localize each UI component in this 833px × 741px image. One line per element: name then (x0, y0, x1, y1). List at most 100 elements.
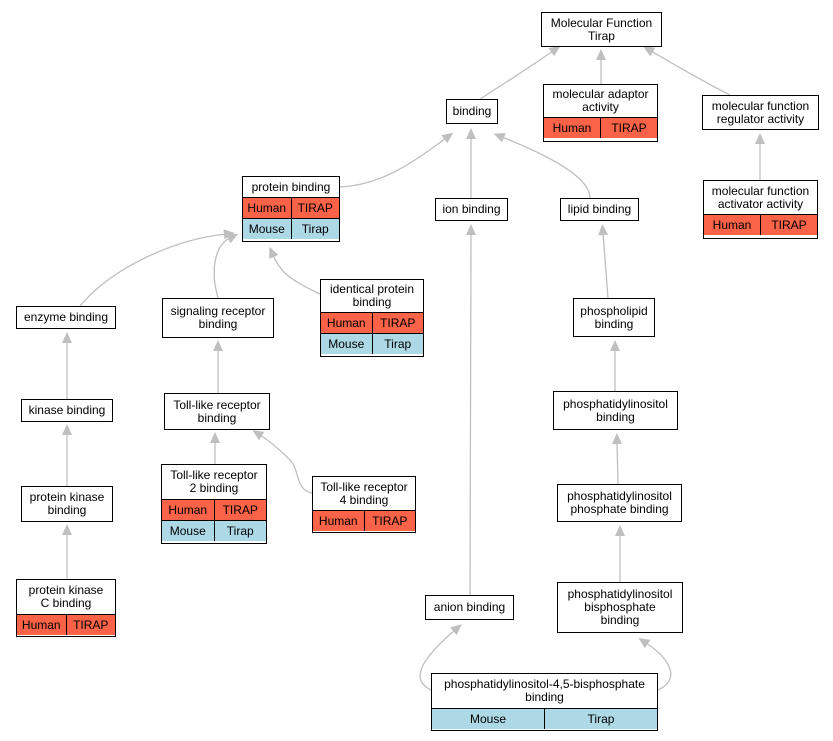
node-binding[interactable]: binding (446, 99, 498, 124)
node-title: phosphatidylinositol bisphosphate bindin… (567, 587, 673, 627)
node-title: phosphatidylinositol phosphate binding (567, 489, 672, 516)
human-annotation-row: Human TIRAP (313, 510, 415, 531)
gene-symbol-cell: TIRAP (760, 215, 817, 235)
species-cell: Mouse (328, 337, 365, 351)
edge-protein-kinase-binding-to-kinase-binding (62, 424, 72, 486)
species-cell: Mouse (169, 524, 206, 538)
node-title: protein kinase binding (29, 490, 105, 517)
node-title: kinase binding (28, 403, 106, 417)
edge-molecular-adaptor-activity-to-molecular-function (596, 49, 606, 84)
edge-toll-like-receptor-2-binding-to-toll-like-receptor-binding (210, 432, 220, 464)
node-phosphatidylinositol-bisphosphate-binding[interactable]: phosphatidylinositol bisphosphate bindin… (557, 582, 683, 633)
gene-symbol-cell: TIRAP (600, 118, 657, 138)
edge-lipid-binding-to-binding (493, 133, 591, 199)
node-title: ion binding (442, 202, 501, 216)
edge-identical-protein-binding-to-protein-binding (269, 246, 321, 295)
edge-binding-to-molecular-function (479, 45, 561, 100)
mouse-annotation-row: Mouse Tirap (321, 333, 423, 354)
node-title: Molecular Function Tirap (550, 15, 653, 43)
node-anion-binding[interactable]: anion binding (425, 595, 514, 620)
node-title: Toll-like receptor binding (173, 397, 261, 425)
edge-toll-like-receptor-binding-to-signaling-receptor-binding (213, 340, 223, 393)
node-title: phosphatidylinositol binding (563, 396, 668, 424)
species-cell: Mouse (469, 712, 507, 726)
gene-symbol-cell: Tirap (371, 334, 424, 354)
node-title: enzyme binding (23, 310, 109, 324)
gene-symbol-cell: TIRAP (213, 500, 267, 520)
species-cell: Human (168, 503, 208, 517)
node-pip2-binding[interactable]: phosphatidylinositol-4,5-bisphosphate bi… (431, 673, 658, 731)
mouse-annotation-row: Mouse Tirap (243, 218, 339, 239)
node-title: molecular function regulator activity (711, 98, 810, 126)
mouse-annotation-row: Mouse Tirap (162, 520, 266, 541)
human-annotation-row: Human TIRAP (544, 117, 657, 138)
node-signaling-receptor-binding[interactable]: signaling receptor binding (162, 298, 274, 338)
node-title: signaling receptor binding (170, 304, 266, 331)
node-protein-kinase-binding[interactable]: protein kinase binding (21, 486, 113, 522)
node-title: Toll-like receptor 2 binding (170, 468, 258, 495)
species-cell: Human (318, 514, 358, 528)
edge-phosphatidylinositol-phosphate-binding-to-phosphatidylinositol-binding (612, 433, 623, 485)
mouse-annotation-row: Mouse Tirap (432, 708, 657, 729)
species-cell: Human (21, 618, 61, 632)
species-cell: Human (552, 121, 592, 135)
human-annotation-row: Human TIRAP (162, 499, 266, 520)
node-phospholipid-binding[interactable]: phospholipid binding (573, 298, 655, 337)
node-title: molecular function activator activity (711, 183, 810, 211)
edge-phosphatidylinositol-binding-to-phospholipid-binding (610, 340, 620, 391)
node-title: protein binding (251, 179, 331, 194)
node-molecular-function-regulator-activity[interactable]: molecular function regulator activity (702, 95, 819, 130)
edge-phospholipid-binding-to-lipid-binding (598, 224, 609, 299)
node-title: lipid binding (567, 202, 632, 216)
species-cell: Human (247, 201, 287, 215)
species-cell: Human (326, 316, 366, 330)
node-title: phospholipid binding (580, 303, 648, 331)
edge-protein-kinase-c-binding-to-protein-kinase-binding (62, 524, 72, 579)
node-title: Toll-like receptor 4 binding (320, 479, 408, 507)
edge-pip2-binding-to-anion-binding (419, 624, 462, 691)
node-title: binding (452, 104, 492, 118)
node-ion-binding[interactable]: ion binding (435, 198, 508, 221)
node-toll-like-receptor-binding[interactable]: Toll-like receptor binding (164, 393, 270, 430)
edge-signaling-receptor-binding-to-protein-binding (213, 233, 239, 299)
gene-symbol-cell: Tirap (290, 219, 340, 239)
node-title: protein kinase C binding (28, 583, 104, 610)
gene-symbol-cell: Tirap (213, 521, 267, 541)
edge-enzyme-binding-to-protein-binding (79, 229, 235, 307)
edge-molecular-function-activator-activity-to-molecular-function-regulator-activity (755, 133, 765, 180)
gene-symbol-cell: TIRAP (290, 198, 340, 218)
human-annotation-row: Human TIRAP (321, 312, 423, 333)
gene-symbol-cell: TIRAP (65, 615, 116, 635)
edge-toll-like-receptor-4-binding-to-toll-like-receptor-binding (252, 430, 313, 494)
node-enzyme-binding[interactable]: enzyme binding (16, 306, 116, 329)
node-title: identical protein binding (329, 282, 415, 309)
edge-pip2-binding-to-phosphatidylinositol-bisphosphate-binding (638, 638, 672, 691)
gene-symbol-cell: Tirap (544, 709, 657, 729)
node-kinase-binding[interactable]: kinase binding (21, 399, 113, 422)
species-cell: Mouse (248, 222, 285, 236)
edge-anion-binding-to-ion-binding (465, 224, 476, 596)
gene-symbol-cell: TIRAP (371, 313, 424, 333)
node-phosphatidylinositol-phosphate-binding[interactable]: phosphatidylinositol phosphate binding (557, 484, 682, 522)
edge-kinase-binding-to-enzyme-binding (62, 332, 72, 399)
human-annotation-row: Human TIRAP (17, 614, 115, 635)
node-title: phosphatidylinositol-4,5-bisphosphate bi… (444, 677, 645, 704)
edge-molecular-function-regulator-activity-to-molecular-function (643, 46, 731, 96)
node-molecular-function[interactable]: Molecular Function Tirap (541, 12, 662, 47)
node-lipid-binding[interactable]: lipid binding (560, 198, 639, 221)
node-phosphatidylinositol-binding[interactable]: phosphatidylinositol binding (553, 391, 678, 430)
gene-symbol-cell: TIRAP (363, 511, 416, 531)
edge-phosphatidylinositol-bisphosphate-binding-to-phosphatidylinositol-phosphate-binding (615, 525, 625, 582)
node-title: molecular adaptor activity (552, 87, 649, 114)
